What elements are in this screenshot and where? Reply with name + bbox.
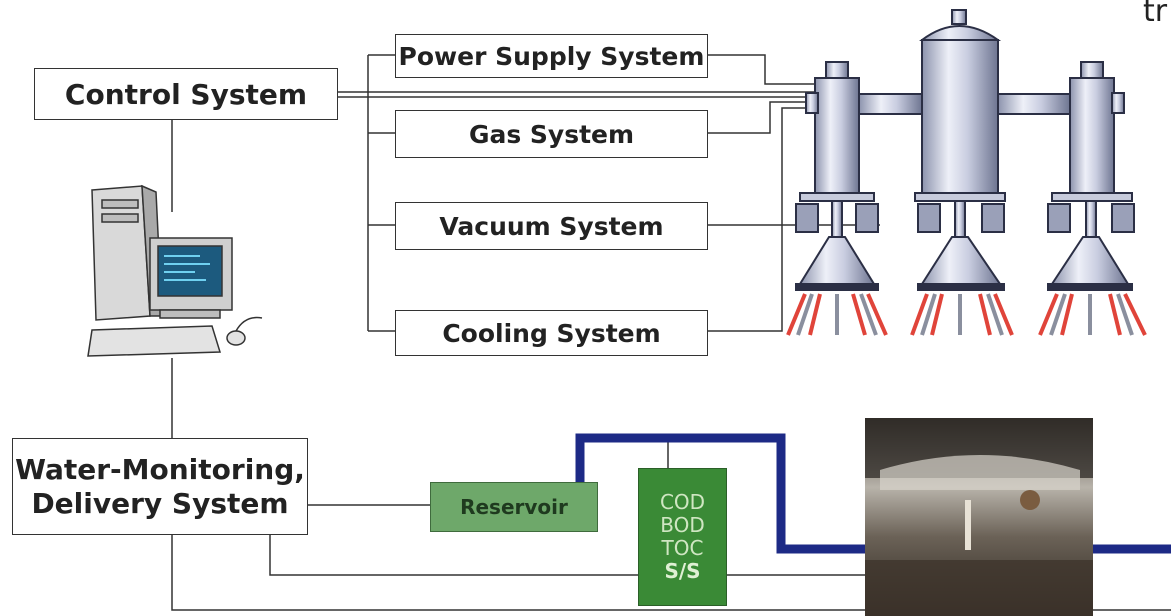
water-monitoring-line1: Water-Monitoring, <box>15 452 305 486</box>
analyzer-bod: BOD <box>660 513 705 537</box>
analyzer-ss: S/S <box>664 559 701 583</box>
power-supply-system-box: Power Supply System <box>395 34 708 78</box>
reactor-illustration <box>795 9 1135 291</box>
plasma-rays <box>786 293 1147 336</box>
reservoir-box: Reservoir <box>430 482 598 532</box>
corner-text: tr <box>1143 0 1168 29</box>
analyzer-box: COD BOD TOC S/S <box>638 468 727 606</box>
chamber-photo <box>865 418 1093 616</box>
cooling-system-box: Cooling System <box>395 310 708 356</box>
connector-lines <box>171 54 1171 611</box>
analyzer-cod: COD <box>659 490 706 514</box>
analyzer-toc: TOC <box>661 536 704 560</box>
vacuum-system-box: Vacuum System <box>395 202 708 250</box>
control-system-box: Control System <box>34 68 338 120</box>
water-monitoring-line2: Delivery System <box>31 486 289 520</box>
water-monitoring-delivery-box: Water-Monitoring, Delivery System <box>12 438 308 535</box>
gas-system-box: Gas System <box>395 110 708 158</box>
computer-illustration <box>87 184 263 357</box>
